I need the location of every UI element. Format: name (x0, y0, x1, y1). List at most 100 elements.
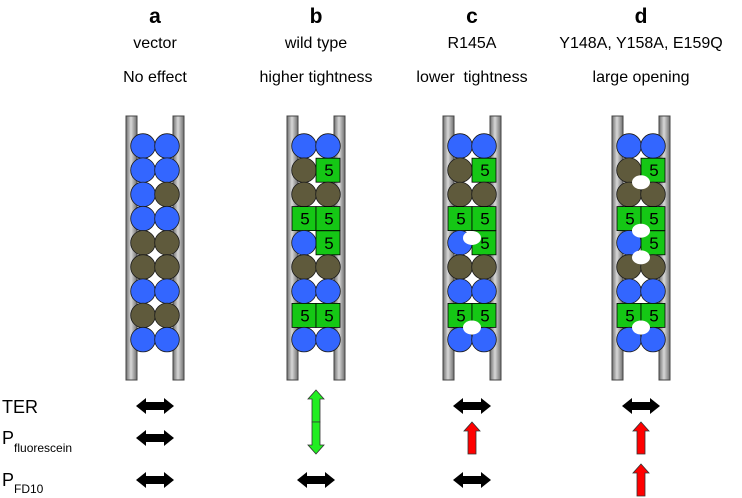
olive-cell (447, 254, 473, 280)
blue-cell (471, 278, 497, 304)
olive-cell (154, 302, 180, 329)
panel-a-letter: a (149, 5, 161, 28)
blue-cell (471, 326, 497, 353)
pore-opening (463, 320, 481, 335)
row-label-fd10: PFD10 (2, 470, 44, 496)
claudin-number-label: 5 (649, 306, 658, 325)
pore-opening (463, 230, 481, 245)
double-arrow-icon (297, 472, 335, 488)
claudin-number-label: 5 (480, 234, 489, 253)
claudin-number-label: 5 (456, 306, 465, 325)
claudin-number-label: 5 (625, 306, 634, 325)
row-label-fluorescein-sub: fluorescein (14, 441, 72, 455)
claudin-square (291, 206, 317, 232)
row-label-ter: TER (2, 397, 38, 417)
blue-cell (130, 133, 156, 159)
claudin-number-label: 5 (324, 161, 333, 180)
claudin-square (291, 302, 317, 328)
claudin-number-label: 5 (324, 234, 333, 253)
blue-cell (447, 133, 473, 159)
blue-cell (447, 278, 473, 304)
blue-cell (315, 326, 341, 353)
claudin-number-label: 5 (480, 306, 489, 325)
row-label-fd10-main: P (2, 470, 14, 490)
olive-cell (154, 181, 180, 208)
claudin-number-label: 5 (300, 210, 309, 229)
blue-cell (616, 133, 642, 159)
pore-opening (632, 223, 650, 238)
olive-cell (447, 157, 473, 183)
blue-cell (130, 278, 156, 304)
blue-cell (130, 205, 156, 232)
olive-cell (471, 254, 497, 280)
olive-cell (130, 254, 156, 280)
down-arrow-icon (307, 421, 325, 455)
blue-cell (291, 230, 317, 256)
up-arrow-icon (307, 389, 325, 423)
panel-c-construct: R145A (448, 35, 497, 52)
olive-cell (154, 230, 180, 256)
double-arrow-icon (136, 398, 174, 414)
panel-headers: a b c d vector wild type R145A Y148A, Y1… (123, 5, 723, 86)
olive-cell (291, 157, 317, 183)
row-labels: TER Pfluorescein PFD10 (2, 397, 72, 496)
olive-cell (291, 181, 317, 208)
olive-cell (447, 181, 473, 208)
olive-cell (130, 302, 156, 329)
pore-opening (632, 250, 650, 265)
blue-cell (130, 157, 156, 183)
up-arrow-icon (632, 421, 650, 455)
panel-b-construct: wild type (284, 35, 347, 52)
panel-b-effect: higher tightness (260, 69, 373, 86)
row-label-fluorescein: Pfluorescein (2, 428, 72, 455)
panel-a-junction-strand (125, 115, 185, 381)
double-arrow-icon (453, 398, 491, 414)
panel-d-letter: d (635, 5, 648, 28)
blue-cell (154, 133, 180, 159)
claudin-number-label: 5 (625, 210, 634, 229)
claudin-square (315, 302, 341, 328)
blue-cell (616, 278, 642, 304)
claudin-square (315, 206, 341, 232)
double-arrow-icon (136, 472, 174, 488)
claudin-number-label: 5 (649, 161, 658, 180)
claudin-number-label: 5 (456, 210, 465, 229)
claudin-number-label: 5 (324, 306, 333, 325)
double-arrow-icon (453, 472, 491, 488)
olive-cell (315, 254, 341, 280)
claudin-number-label: 5 (649, 234, 658, 253)
blue-cell (154, 157, 180, 183)
up-arrow-icon (463, 421, 481, 455)
blue-cell (315, 278, 341, 304)
blue-cell (640, 278, 666, 304)
blue-cell (154, 326, 180, 353)
permeability-indicators (136, 389, 660, 497)
blue-cell (291, 133, 317, 159)
blue-cell (471, 133, 497, 159)
olive-cell (130, 230, 156, 256)
row-label-fd10-sub: FD10 (14, 482, 44, 496)
olive-cell (154, 254, 180, 280)
row-label-fluorescein-main: P (2, 428, 14, 448)
claudin-square (471, 206, 497, 232)
panel-d-construct: Y148A, Y158A, E159Q (559, 35, 722, 52)
double-arrow-icon (622, 398, 660, 414)
claudin-square (315, 157, 341, 183)
claudin-number-label: 5 (324, 210, 333, 229)
up-arrow-icon (632, 463, 650, 497)
double-arrow-icon (136, 430, 174, 446)
claudin-number-label: 5 (480, 210, 489, 229)
claudin-number-label: 5 (649, 210, 658, 229)
claudin-square (471, 157, 497, 183)
claudin-number-label: 5 (300, 306, 309, 325)
claudin-number-label: 5 (480, 161, 489, 180)
blue-cell (154, 278, 180, 304)
blue-cell (130, 181, 156, 208)
blue-cell (291, 278, 317, 304)
blue-cell (154, 205, 180, 232)
pore-opening (632, 175, 650, 190)
panel-a-construct: vector (133, 35, 177, 52)
